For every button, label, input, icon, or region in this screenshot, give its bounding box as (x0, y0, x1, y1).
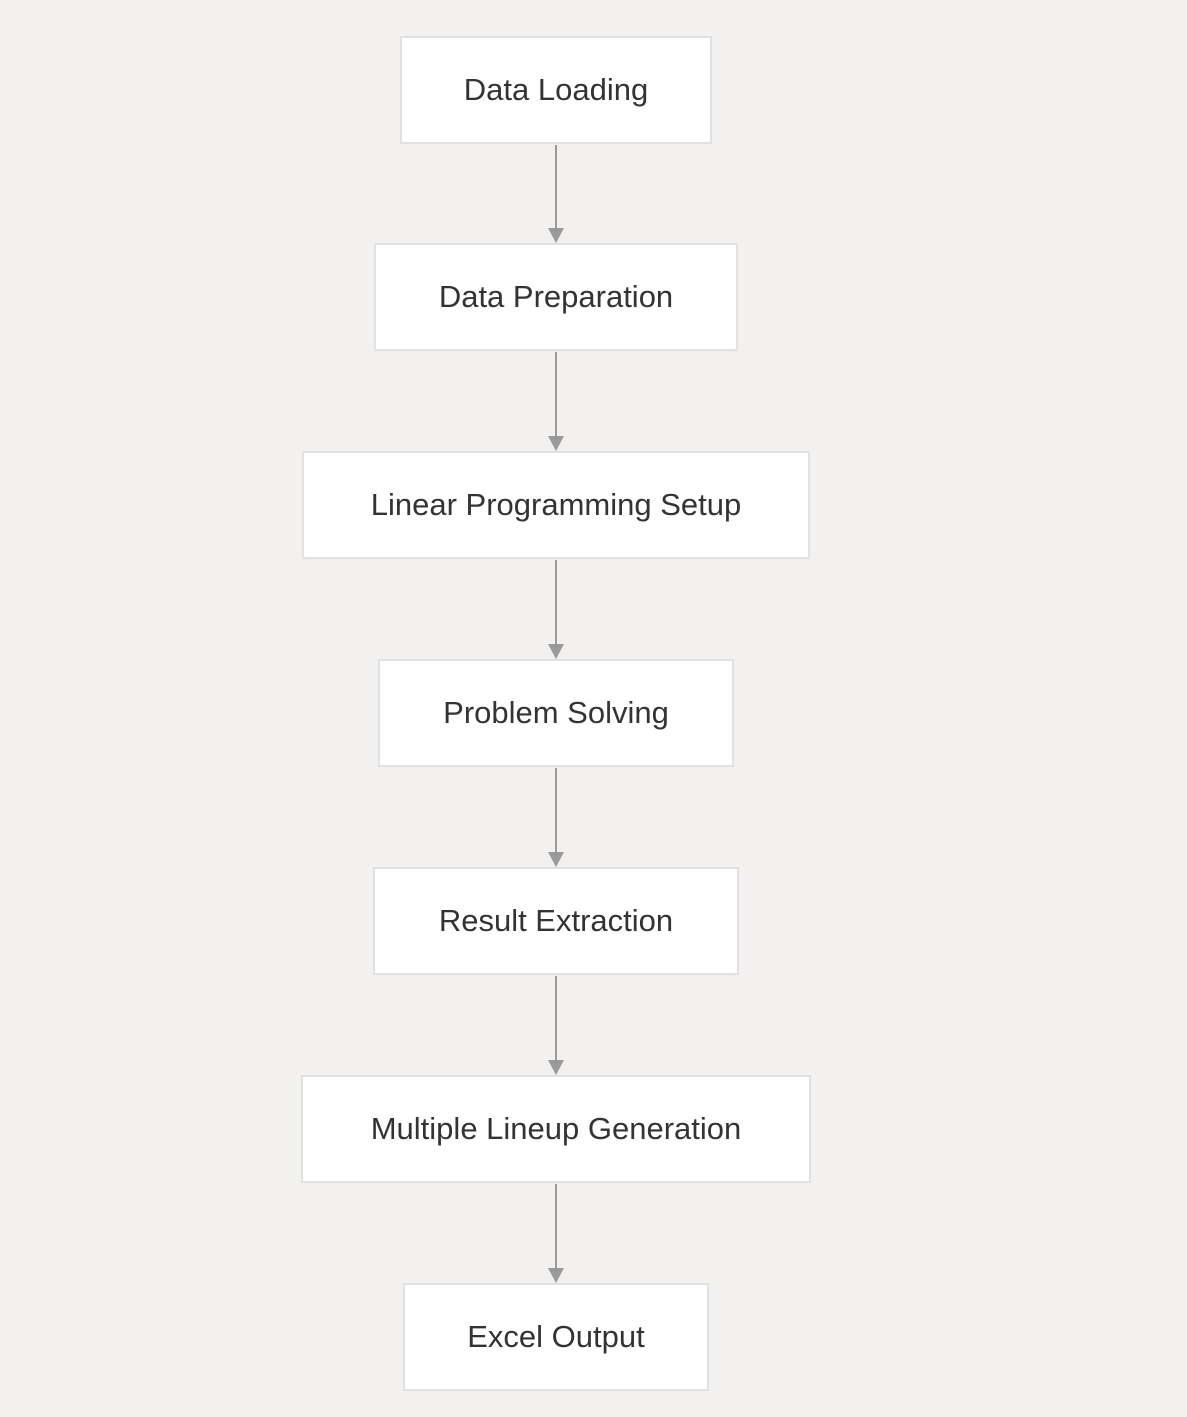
node-linear-programming-setup: Linear Programming Setup (302, 451, 810, 559)
arrow-result-extraction-to-multiple-lineup-generation (548, 976, 564, 1075)
arrow-data-preparation-to-linear-programming-setup (548, 352, 564, 451)
node-label: Data Loading (463, 72, 649, 107)
node-data-preparation: Data Preparation (374, 243, 738, 351)
node-label: Linear Programming Setup (370, 487, 742, 522)
arrow-multiple-lineup-generation-to-excel-output (548, 1184, 564, 1283)
node-result-extraction: Result Extraction (373, 867, 739, 975)
node-problem-solving: Problem Solving (378, 659, 734, 767)
node-label: Excel Output (467, 1319, 645, 1354)
node-multiple-lineup-generation: Multiple Lineup Generation (301, 1075, 811, 1183)
arrow-problem-solving-to-result-extraction (548, 768, 564, 867)
node-label: Problem Solving (443, 695, 669, 730)
node-label: Data Preparation (438, 279, 674, 314)
arrow-data-loading-to-data-preparation (548, 145, 564, 243)
node-excel-output: Excel Output (403, 1283, 709, 1391)
arrow-linear-programming-setup-to-problem-solving (548, 560, 564, 659)
node-data-loading: Data Loading (400, 36, 712, 144)
node-label: Result Extraction (438, 903, 674, 938)
node-label: Multiple Lineup Generation (370, 1111, 742, 1146)
